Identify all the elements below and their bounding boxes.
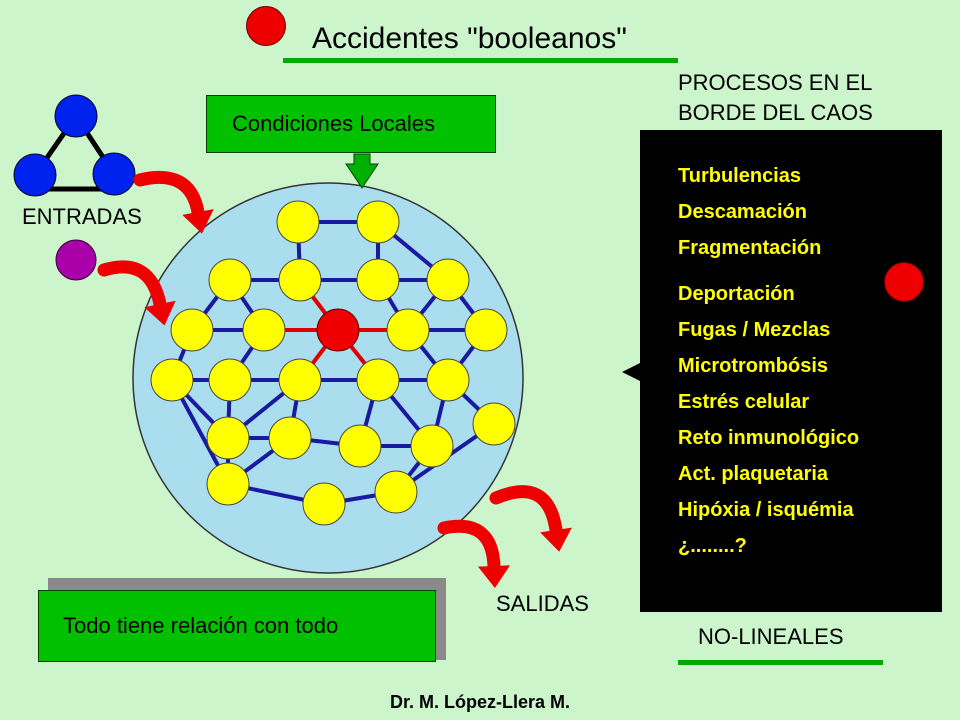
network-node — [426, 258, 470, 302]
process-item: Turbulencias — [678, 165, 801, 187]
flow-arrows — [97, 170, 572, 588]
input-arrow-2-head — [144, 300, 176, 326]
process-item: Microtrombósis — [678, 355, 829, 377]
network-node — [208, 358, 252, 402]
title-red-dot — [246, 6, 286, 46]
network-node — [356, 358, 400, 402]
process-item: Estrés celular — [678, 391, 810, 413]
network-node — [278, 358, 322, 402]
down-arrow-icon — [345, 153, 379, 189]
process-item: Deportación — [678, 283, 795, 305]
network-node — [170, 308, 214, 352]
processes-panel — [640, 130, 942, 612]
input-arrow-1-head — [182, 209, 214, 234]
page-title: Accidentes "booleanos" — [312, 22, 627, 55]
network-node — [276, 200, 320, 244]
output-arrow-1-head — [540, 527, 572, 552]
processes-title-line-2: BORDE DEL CAOS — [678, 100, 873, 125]
network-node — [472, 402, 516, 446]
process-item: Fragmentación — [678, 237, 822, 259]
network-node — [268, 416, 312, 460]
network-node — [410, 424, 454, 468]
network-node — [150, 358, 194, 402]
inputs-label: ENTRADAS — [22, 204, 142, 229]
process-item: ¿........? — [678, 535, 747, 557]
inputs-triangle-icon — [13, 94, 136, 197]
network-node — [426, 358, 470, 402]
relation-box: Todo tiene relación con todo — [38, 590, 436, 662]
input-arrow-2-shaft — [97, 260, 167, 311]
network-node — [206, 462, 250, 506]
network-node — [206, 416, 250, 460]
network-node — [374, 470, 418, 514]
processes-title: PROCESOS EN EL BORDE DEL CAOS — [678, 68, 938, 128]
author-credit: Dr. M. López-Llera M. — [389, 692, 571, 712]
network-node — [208, 258, 252, 302]
network-node — [278, 258, 322, 302]
network-node — [302, 482, 346, 526]
panel-red-dot — [884, 262, 924, 302]
output-arrow-1-shaft — [489, 485, 563, 537]
network-node — [242, 308, 286, 352]
local-conditions-box: Condiciones Locales — [206, 95, 496, 153]
process-item: Act. plaquetaria — [678, 463, 829, 485]
panel-pointer-icon — [622, 362, 642, 382]
process-item: Descamación — [678, 201, 807, 223]
network-node — [386, 308, 430, 352]
output-arrow-2-head — [478, 565, 510, 588]
process-item: Fugas / Mezclas — [678, 319, 831, 341]
nonlinear-underline — [678, 660, 883, 665]
processes-title-line-1: PROCESOS EN EL — [678, 70, 873, 95]
network-node — [356, 200, 400, 244]
process-item: Reto inmunológico — [678, 427, 860, 449]
purple-input-dot — [55, 239, 97, 281]
network-node — [356, 258, 400, 302]
outputs-label: SALIDAS — [496, 591, 589, 616]
network-node — [338, 424, 382, 468]
network-node — [464, 308, 508, 352]
nonlinear-label: NO-LINEALES — [698, 624, 844, 649]
output-arrow-2-shaft — [437, 519, 501, 573]
title-underline — [283, 58, 678, 63]
process-item: Hipóxia / isquémia — [678, 499, 854, 521]
central-node — [316, 308, 360, 352]
network-nodes — [150, 200, 516, 526]
input-arrow-1-shaft — [133, 170, 205, 219]
